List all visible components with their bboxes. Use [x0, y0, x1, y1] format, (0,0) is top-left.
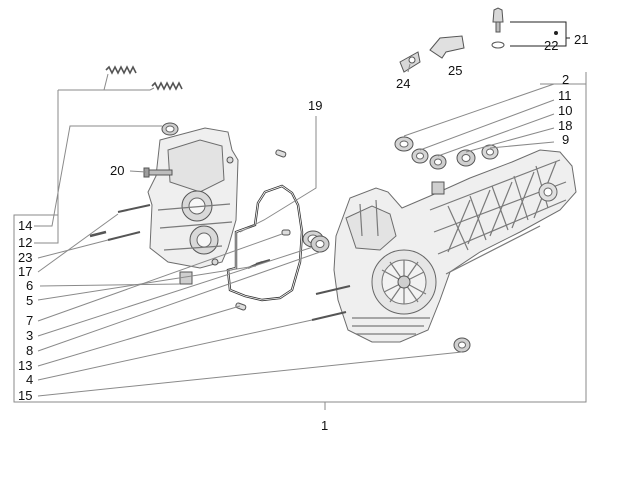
label-8: 8 [26, 343, 33, 358]
label-15: 15 [18, 388, 32, 403]
label-23: 23 [18, 250, 32, 265]
label-5: 5 [26, 293, 33, 308]
label-20: 20 [110, 163, 124, 178]
bracket-part-25 [429, 35, 465, 59]
label-19: 19 [308, 98, 322, 113]
o-ring-part-22 [491, 41, 505, 49]
label-18: 18 [558, 118, 572, 133]
label-24: 24 [396, 76, 410, 91]
springs-part [105, 65, 183, 91]
seal-ring-part [302, 230, 330, 253]
label-6: 6 [26, 278, 33, 293]
breather-valve-part-21 [492, 7, 504, 33]
label-1: 1 [321, 418, 328, 433]
label-17: 17 [18, 264, 32, 279]
leader-lines [13, 21, 587, 410]
clip-part-24 [399, 51, 421, 73]
bolt-part-20 [143, 167, 173, 178]
oil-seal-part [161, 122, 179, 136]
label-3: 3 [26, 328, 33, 343]
bearings-group [394, 136, 499, 195]
label-22: 22 [544, 38, 558, 53]
label-10: 10 [558, 103, 572, 118]
label-25: 25 [448, 63, 462, 78]
label-4: 4 [26, 372, 33, 387]
label-21: 21 [574, 32, 588, 47]
label-13: 13 [18, 358, 32, 373]
studs-right [255, 259, 351, 321]
part-number-labels: 1 2 11 10 18 9 19 20 14 12 23 17 6 5 7 3… [18, 32, 588, 433]
label-14: 14 [18, 218, 32, 233]
left-crankcase-half [147, 127, 239, 269]
label-9: 9 [562, 132, 569, 147]
label-12: 12 [18, 235, 32, 250]
seal-part-15 [453, 337, 471, 353]
label-2: 2 [562, 72, 569, 87]
label-11: 11 [558, 88, 572, 103]
label-7: 7 [26, 313, 33, 328]
right-crankcase-half [333, 149, 577, 343]
